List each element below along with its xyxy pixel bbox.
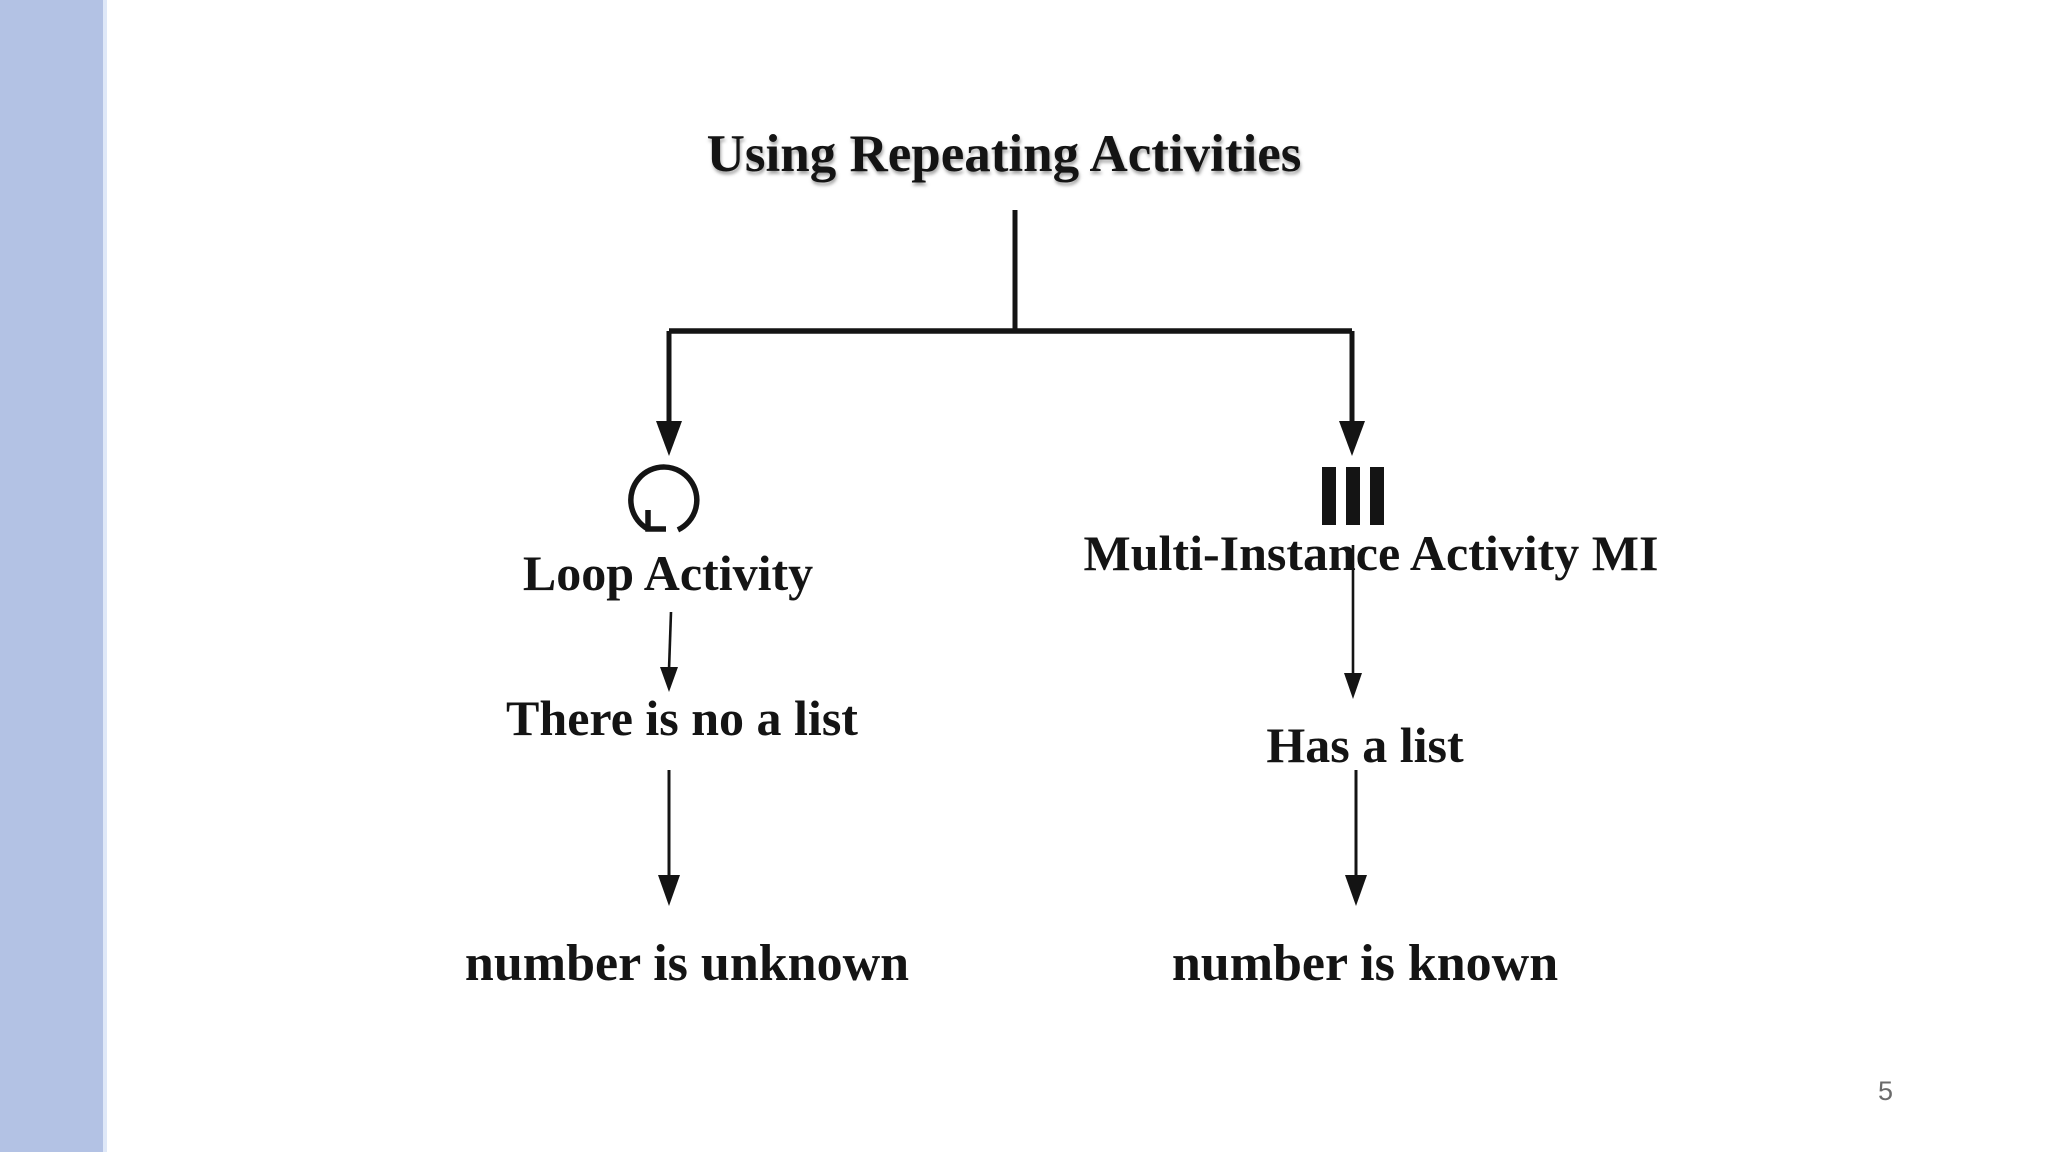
mi-bar-3 xyxy=(1370,467,1384,525)
slide-title: Using Repeating Activities xyxy=(706,125,1302,183)
multi-instance-activity-label: Multi-Instance Activity MI xyxy=(1083,525,1659,581)
left-branch-arrowhead xyxy=(656,421,682,456)
left-mid-arrowhead xyxy=(660,667,678,692)
left-low-arrowhead xyxy=(658,875,680,906)
right-mid-arrowhead xyxy=(1344,673,1362,699)
has-list-condition-label: Has a list xyxy=(1266,717,1464,773)
right-branch-arrowhead xyxy=(1339,421,1365,456)
mi-bar-1 xyxy=(1322,467,1336,525)
loop-activity-label: Loop Activity xyxy=(522,545,814,601)
left-mid-arrow-line xyxy=(667,611,673,671)
number-known-outcome-label: number is known xyxy=(1171,935,1559,992)
right-low-arrowhead xyxy=(1345,875,1367,906)
mi-bar-2 xyxy=(1346,467,1360,525)
left-accent-bar xyxy=(0,0,107,1152)
page-number: 5 xyxy=(1878,1076,1894,1106)
no-list-condition-label: There is no a list xyxy=(506,690,858,746)
multi-instance-icon xyxy=(1322,467,1384,525)
number-unknown-outcome-label: number is unknown xyxy=(464,935,910,992)
loop-arrow-icon xyxy=(628,464,700,533)
